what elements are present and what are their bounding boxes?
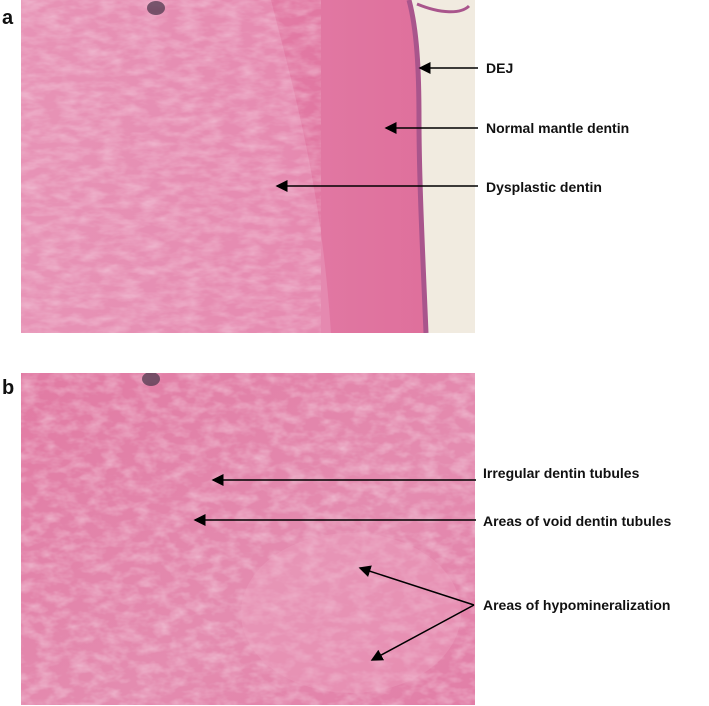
artifact-spot [142, 373, 160, 386]
label-irregular-dentin-tubules: Irregular dentin tubules [483, 465, 640, 481]
micrograph-panel-b [21, 373, 475, 705]
micrograph-a-image [21, 0, 475, 333]
label-dej: DEJ [486, 60, 514, 76]
label-hypomineralization: Areas of hypomineralization [483, 597, 671, 613]
label-dysplastic-dentin: Dysplastic dentin [486, 179, 602, 195]
panel-letter-a: a [2, 7, 14, 29]
micrograph-b-image [21, 373, 475, 705]
label-void-dentin-tubules: Areas of void dentin tubules [483, 513, 672, 529]
hypomineralized-region [241, 533, 461, 693]
slide-background [409, 0, 475, 333]
panel-letter-b: b [2, 377, 15, 399]
label-normal-mantle-dentin: Normal mantle dentin [486, 120, 630, 136]
dej-edge [406, 0, 429, 333]
artifact-spot [147, 1, 165, 15]
micrograph-panel-a [21, 0, 475, 333]
